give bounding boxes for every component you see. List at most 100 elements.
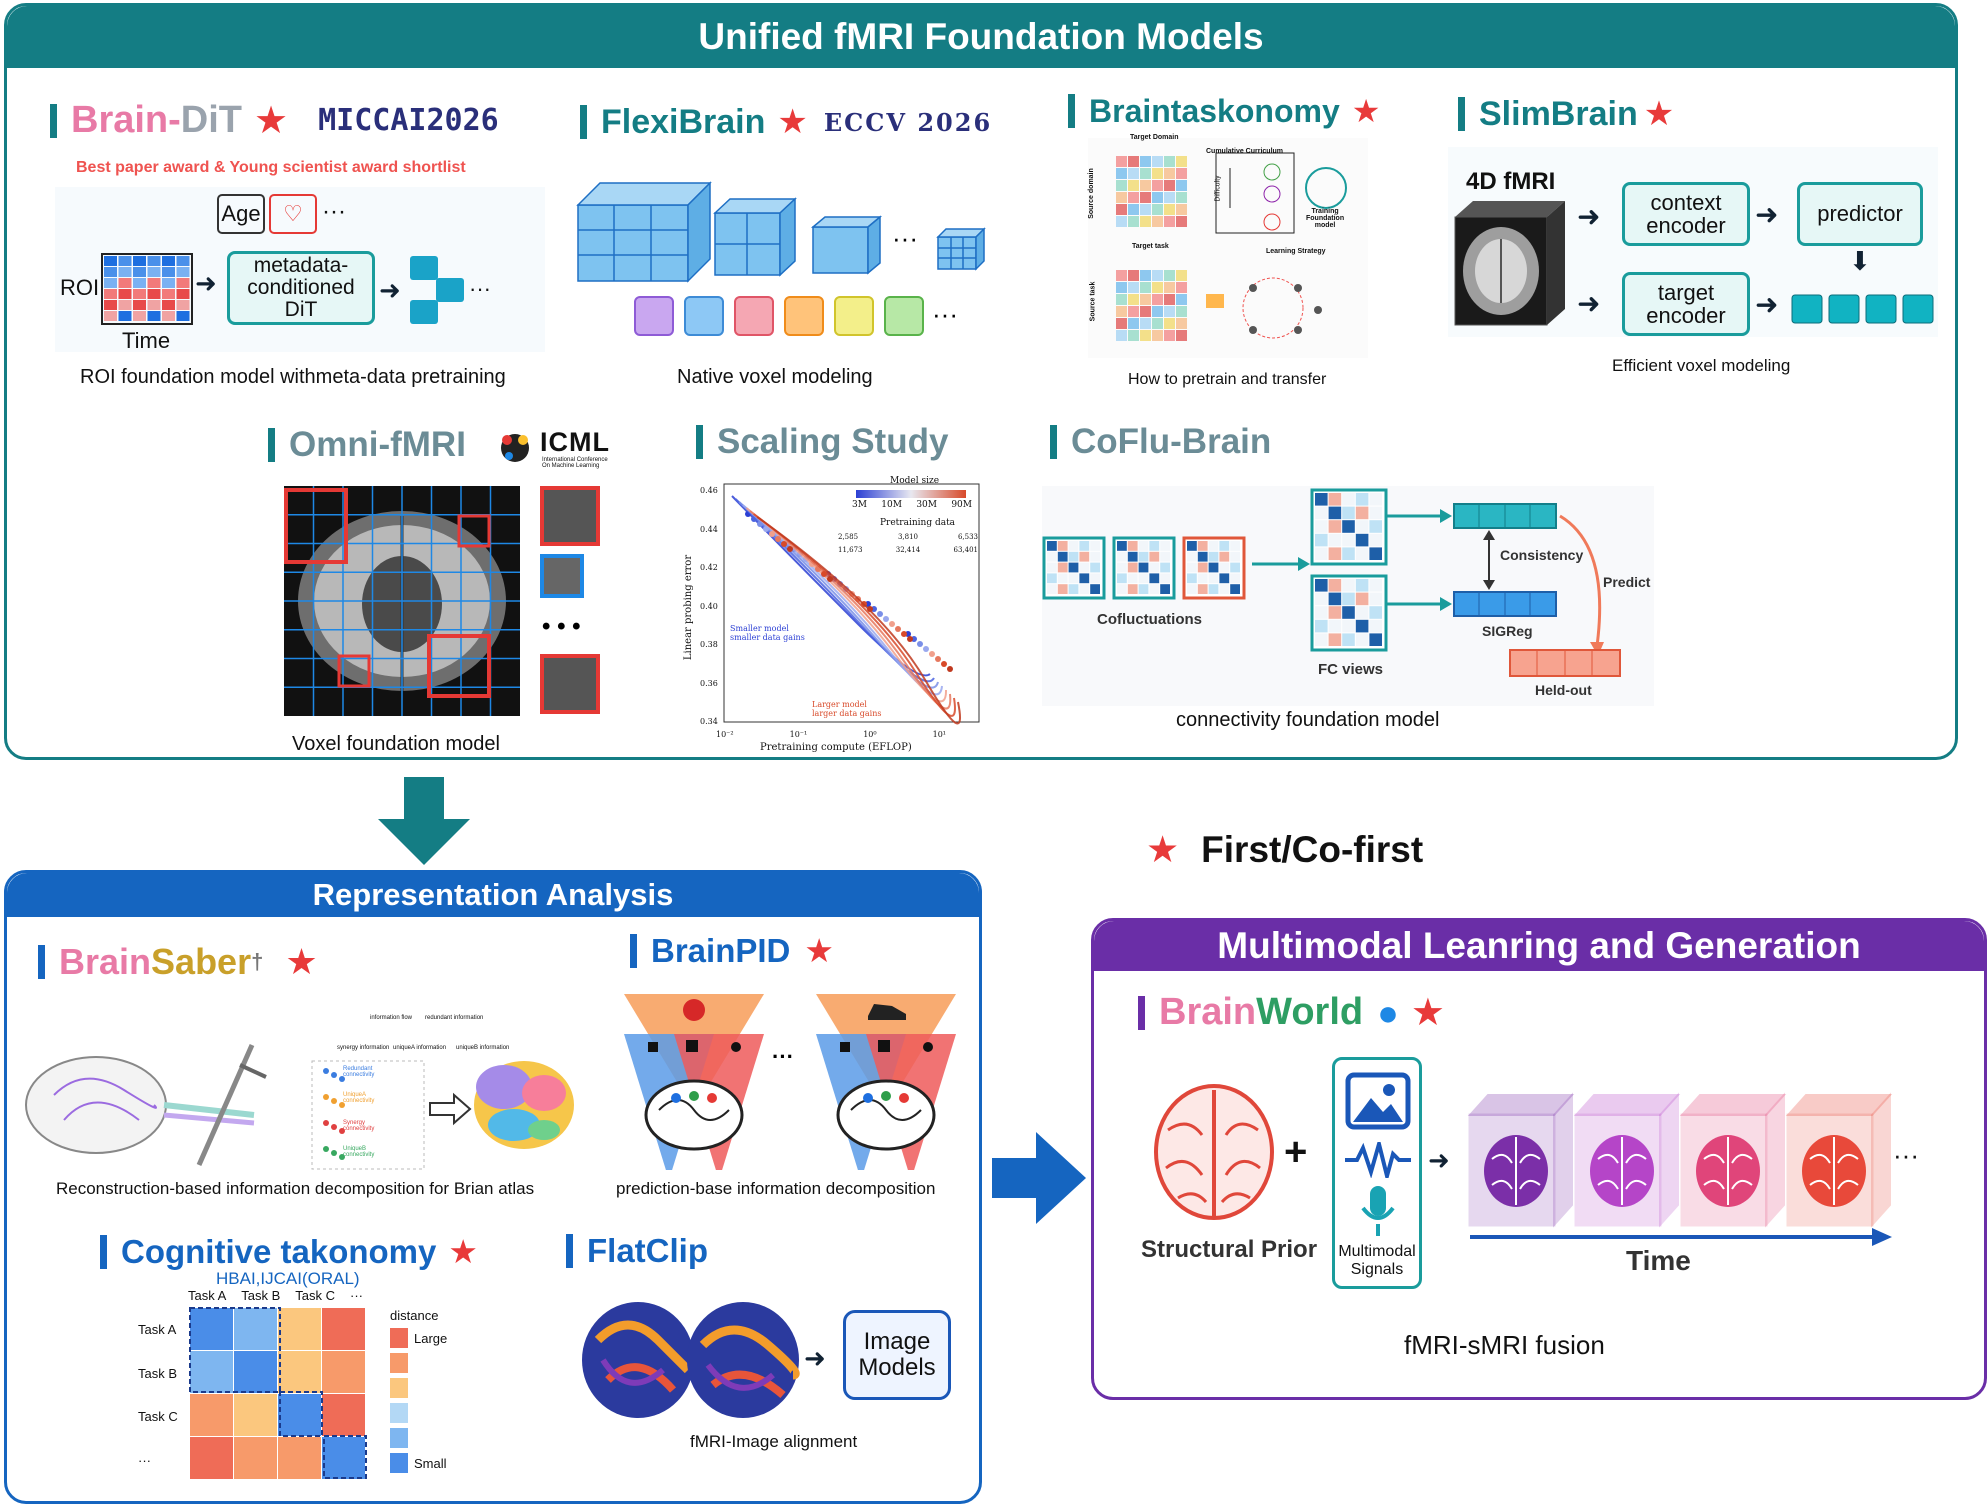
source-marker (731, 1042, 741, 1052)
distance-cell (278, 1308, 321, 1350)
brain-outline (644, 1079, 744, 1151)
braintaskonomy-caption: How to pretrain and transfer (1128, 371, 1327, 388)
scaling-ann-small: Smaller model smaller data gains (730, 624, 805, 642)
saber-conn-label-2: Synergy connectivity (343, 1120, 375, 1132)
scaling-legend-sizes: 3M 10M 30M 90M (852, 500, 972, 510)
matrix-cell (1079, 562, 1090, 573)
brain-volume-top (1785, 1094, 1893, 1116)
matrix-cell (1127, 562, 1138, 573)
matrix-cell (1057, 573, 1068, 584)
connectivity-dot (331, 1124, 337, 1130)
roi-cell (104, 256, 117, 266)
matrix-cell (1230, 541, 1240, 551)
heart-icon: ♡ (269, 194, 317, 234)
taskonomy-cell (1116, 282, 1127, 293)
matrix-cell (1219, 584, 1230, 594)
taskonomy-cell (1140, 318, 1151, 329)
brain-fold (1597, 1153, 1647, 1190)
cognitive-legend-title: distance (390, 1308, 439, 1323)
coflu-cofluct: Cofluctuations (1097, 611, 1202, 628)
taskonomy-cell (1116, 168, 1127, 179)
matrix-cell (1187, 562, 1197, 573)
star-icon: ★ (1643, 95, 1675, 133)
matrix-cell (1068, 562, 1079, 573)
matrix-cell (1057, 541, 1068, 551)
coflu-heldout: Held-out (1535, 682, 1592, 698)
brainpid-figure: ··· (624, 994, 956, 1170)
taskonomy-cell (1116, 318, 1127, 329)
plus-icon: + (1284, 1130, 1308, 1174)
scaling-point (763, 526, 769, 532)
taskonomy-cell (1164, 318, 1175, 329)
flexibrain-caption: Native voxel modeling (677, 366, 873, 388)
scaling-point (935, 656, 941, 662)
coflu-fc: FC views (1318, 661, 1384, 678)
taskonomy-cell (1128, 192, 1139, 203)
matrix-cell (1355, 533, 1369, 547)
brainpid-title: BrainPID ★ (630, 931, 834, 970)
matrix-cell (1315, 579, 1328, 592)
first-cofirst-label: First/Co-first (1201, 828, 1424, 870)
taskonomy-cell (1140, 156, 1151, 167)
matrix-cell (1090, 573, 1100, 584)
taskonomy-cell (1164, 270, 1175, 281)
representation-banner: Representation Analysis (7, 873, 979, 917)
scaling-point (929, 651, 935, 657)
coflu-title: CoFlu-Brain (1050, 422, 1271, 462)
taskonomy-cell (1176, 282, 1187, 293)
connectivity-dot (339, 1076, 345, 1082)
arrow-right-icon: ➜ (195, 268, 217, 298)
distance-cell (190, 1308, 233, 1350)
matrix-cell (1315, 533, 1328, 547)
saber-flow-label-3: uniqueA information (393, 1045, 447, 1051)
star-icon: ★ (448, 1233, 478, 1270)
taskonomy-cell (1176, 330, 1187, 341)
representation-title: Representation Analysis (312, 877, 674, 912)
matrix-cell (1230, 551, 1240, 562)
arrow-right-icon: ➜ (1428, 1145, 1450, 1175)
taskonomy-cell (1128, 180, 1139, 191)
arrow-down-icon (378, 777, 470, 865)
matrix-cell (1342, 506, 1355, 520)
taskonomy-cell (1176, 318, 1187, 329)
brainworld-ellipsis: ··· (1893, 1140, 1919, 1170)
scaling-legend-data-row2: 11,673 32,414 63,401 (838, 546, 978, 554)
scaling-ylabel: Linear probing error (683, 554, 695, 661)
matrix-cell (1369, 520, 1382, 533)
sword-icon: † (251, 949, 264, 974)
roi-cell (162, 256, 175, 266)
matrix-cell (1328, 579, 1342, 592)
connectivity-dot (331, 1098, 337, 1104)
matrix-cell (1197, 541, 1208, 551)
cognitive-rows: Task A Task B Task C ··· (138, 1322, 178, 1468)
scaling-point (947, 666, 953, 672)
scaling-title: Scaling Study (696, 422, 948, 462)
matrix-cell (1138, 551, 1149, 562)
taskonomy-cell (1152, 180, 1163, 191)
star-icon: ★ (804, 932, 834, 969)
roi-cell (162, 300, 175, 310)
matrix-cell (1328, 592, 1342, 606)
coflu-sigreg: SIGReg (1482, 623, 1533, 639)
braindit-name-a: Brain- (71, 99, 181, 141)
slimbrain-title: SlimBrain ★ (1458, 94, 1674, 134)
taskonomy-cell (1152, 216, 1163, 227)
roi-cell (162, 289, 175, 299)
matrix-cell (1047, 551, 1057, 562)
voxel-cubes: ··· ··· (576, 181, 986, 336)
distance-cell (190, 1437, 233, 1479)
matrix-cell (1219, 541, 1230, 551)
taskonomy-cell (1140, 294, 1151, 305)
brain-volume-top (1573, 1094, 1681, 1116)
taskonomy-cell (1164, 306, 1175, 317)
brainpid-name: BrainPID (651, 931, 791, 969)
matrix-cell (1068, 541, 1079, 551)
brainsaber-name-b: Saber (151, 941, 252, 982)
matrix-cell (1219, 562, 1230, 573)
scaling-point (769, 531, 775, 537)
distance-cell (190, 1394, 233, 1436)
distance-cell (278, 1437, 321, 1479)
matrix-cell (1187, 541, 1197, 551)
brain-fold (850, 1099, 922, 1121)
brain-fold (1809, 1153, 1859, 1190)
